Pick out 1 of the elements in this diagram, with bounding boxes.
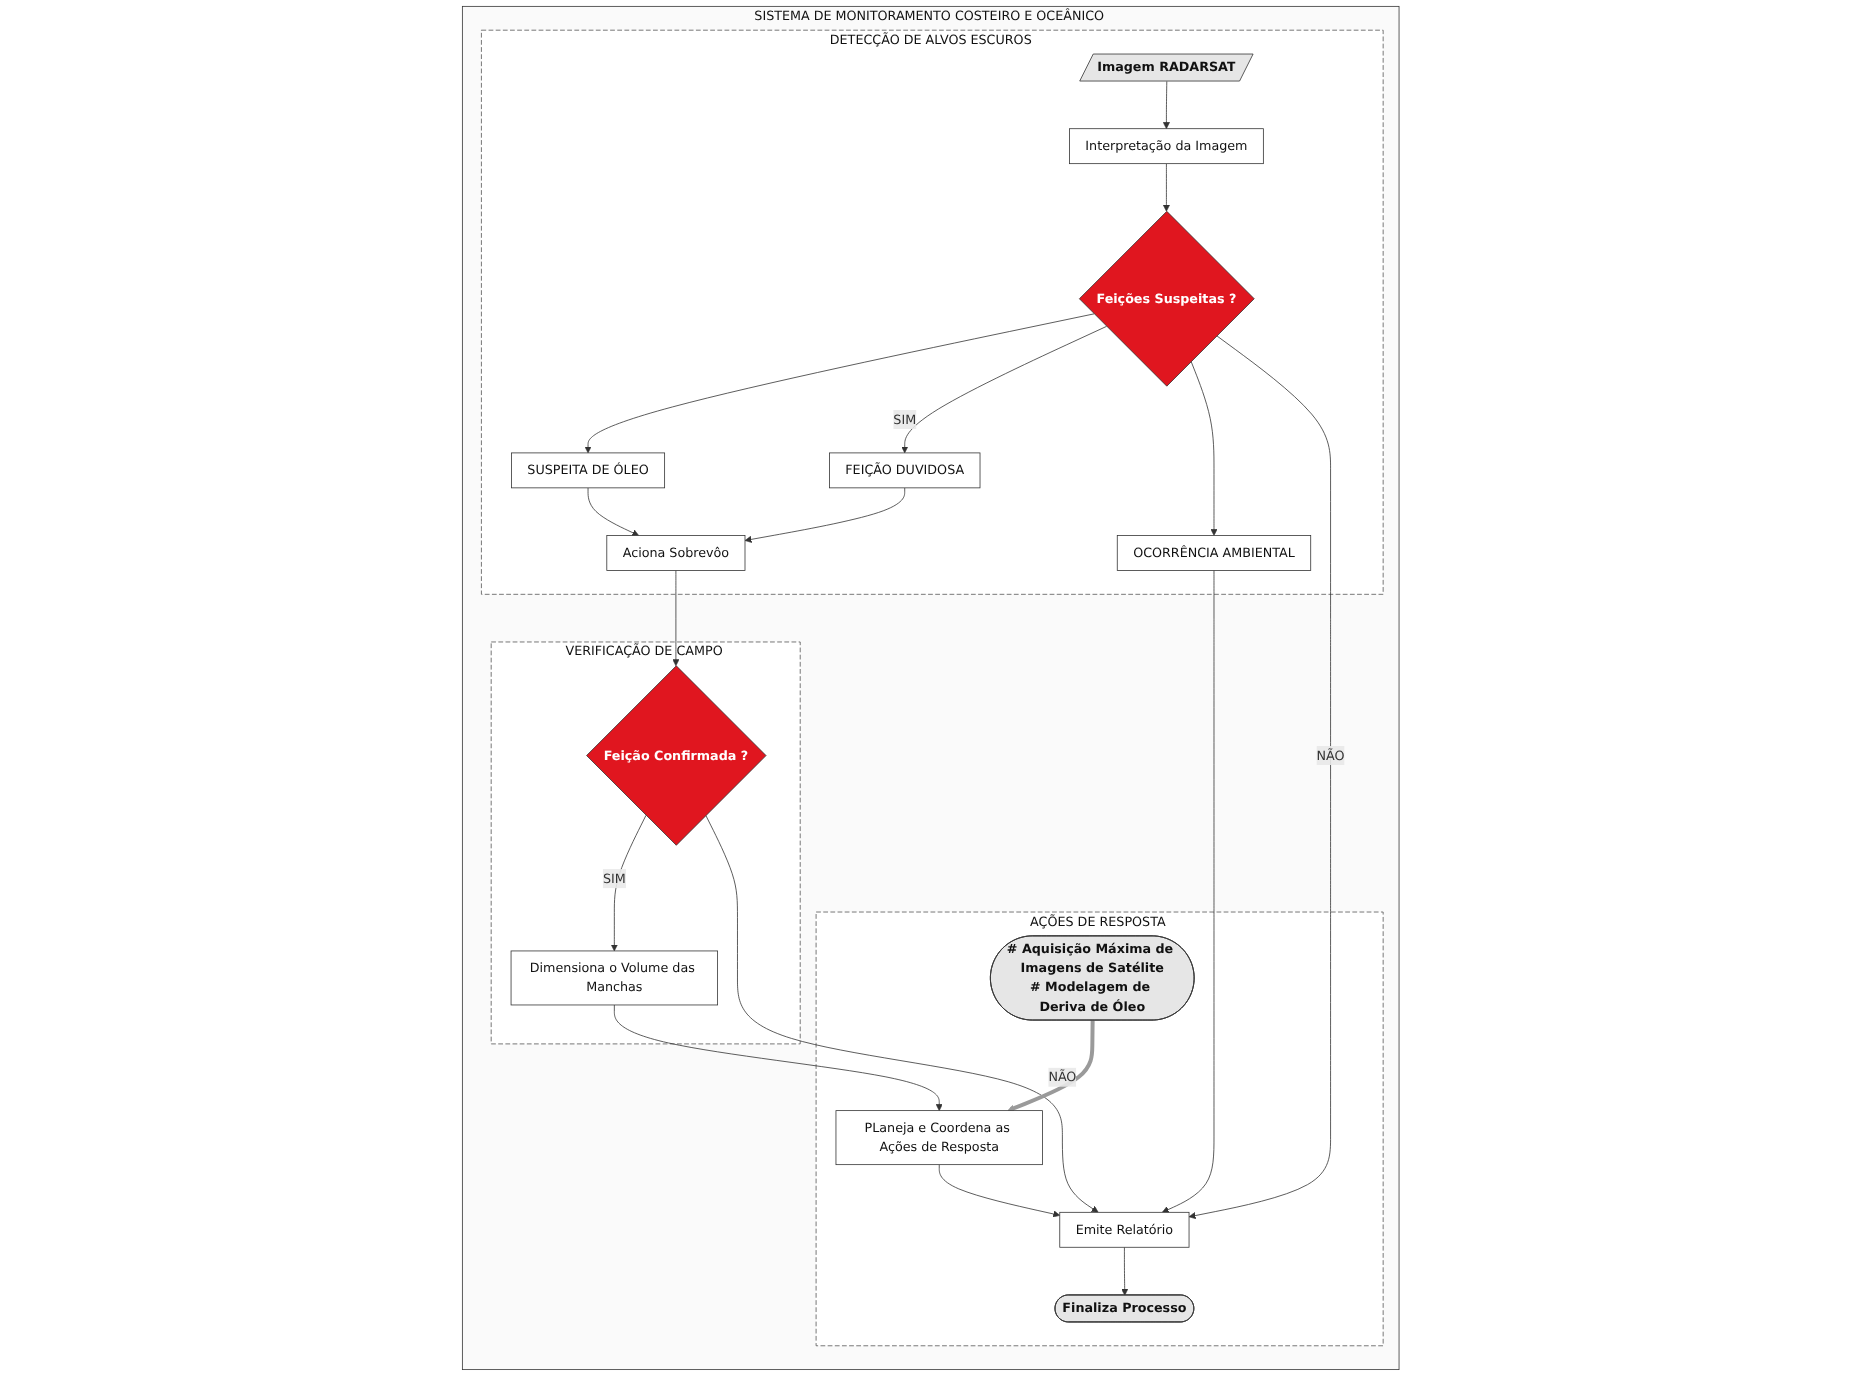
arrow (1007, 1020, 1095, 1112)
